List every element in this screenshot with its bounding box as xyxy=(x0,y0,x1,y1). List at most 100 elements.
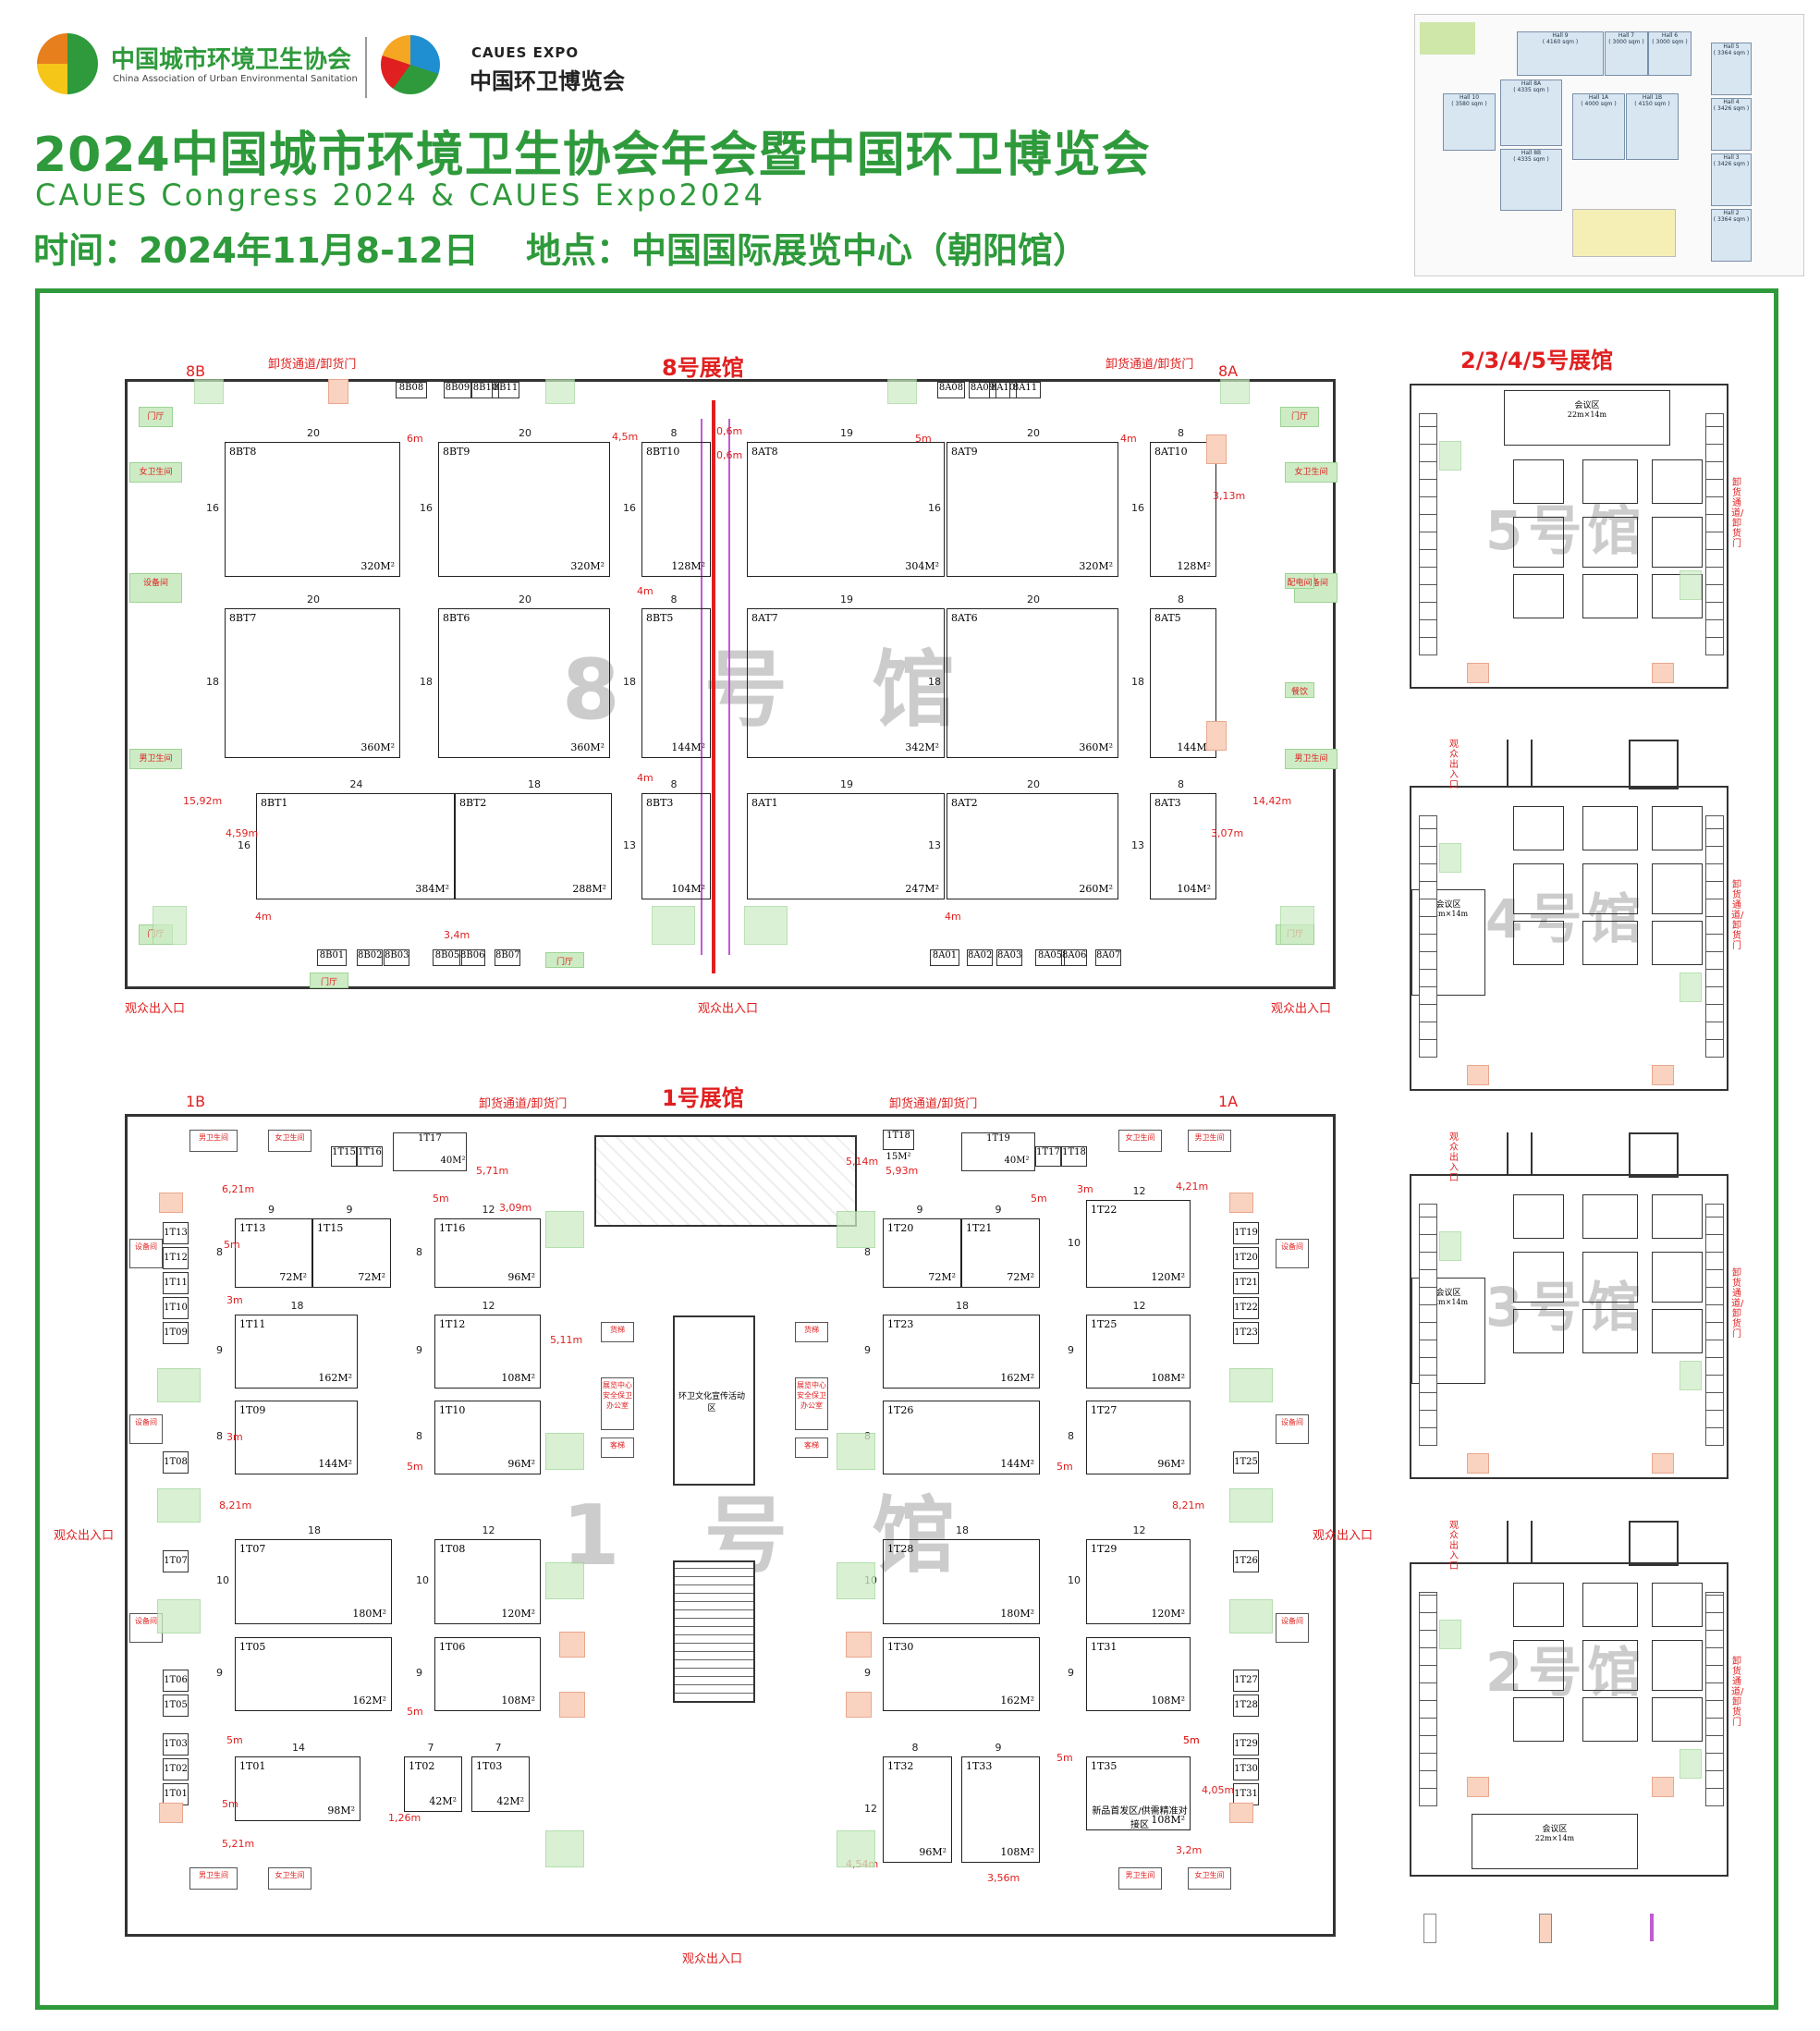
small-booth-right[interactable]: 1T19 xyxy=(1233,1222,1259,1244)
small-booth-right[interactable]: 1T23 xyxy=(1233,1322,1259,1344)
booth-id: 1T08 xyxy=(439,1543,466,1555)
hall8-entrance-left[interactable]: 观众出入口 xyxy=(125,1002,186,1016)
small-booth-left[interactable]: 1T06 xyxy=(163,1670,189,1692)
small-booth-right[interactable]: 1T28 xyxy=(1233,1695,1259,1717)
small-booth-left[interactable]: 1T13 xyxy=(163,1222,189,1244)
booth-area: 108M² xyxy=(1151,1695,1185,1707)
small-booth-8a02[interactable]: 8A02 xyxy=(967,949,993,966)
small-booth-8b08[interactable]: 8B08 xyxy=(396,382,427,398)
small-booth-left[interactable]: 1T07 xyxy=(163,1550,189,1572)
small-booth-8a06[interactable]: 8A06 xyxy=(1061,949,1087,966)
small-booth-8a01[interactable]: 8A01 xyxy=(930,949,959,966)
small-booth-8b11[interactable]: 8B11 xyxy=(492,382,519,398)
small-booth-right[interactable]: 1T21 xyxy=(1233,1272,1259,1294)
small-booth-right[interactable]: 1T25 xyxy=(1233,1451,1259,1474)
small-booth-8b09[interactable]: 8B09 xyxy=(444,382,471,398)
small-booth-left[interactable]: 1T12 xyxy=(163,1247,189,1269)
small-booth-right[interactable]: 1T27 xyxy=(1233,1670,1259,1692)
small-booth-8b06[interactable]: 8B06 xyxy=(459,949,485,966)
small-booth-8a10[interactable]: 8A10 xyxy=(989,382,1017,398)
small-booth-8b10[interactable]: 8B10 xyxy=(471,382,499,398)
hall1-entrance-right[interactable]: 观众出入口 xyxy=(1313,1529,1374,1543)
small-booth-8a08[interactable]: 8A08 xyxy=(937,382,965,398)
small-booth-right[interactable]: 1T29 xyxy=(1233,1733,1259,1756)
small-booth-8a09[interactable]: 8A09 xyxy=(969,382,996,398)
hall1-entrance-left[interactable]: 观众出入口 xyxy=(54,1529,115,1543)
small-booth-left[interactable]: 1T03 xyxy=(163,1733,189,1756)
small-booth-8a11[interactable]: 8A11 xyxy=(1009,382,1041,398)
small-booth-8b01[interactable]: 8B01 xyxy=(317,949,347,966)
small-booth-right[interactable]: 1T22 xyxy=(1233,1297,1259,1319)
small-booth-right[interactable]: 1T20 xyxy=(1233,1247,1259,1269)
hall8-entrance-center[interactable]: 观众出入口 xyxy=(698,1002,759,1016)
small-booth-8a05[interactable]: 8A05 xyxy=(1035,949,1065,966)
small-booth-8b07[interactable]: 8B07 xyxy=(495,949,520,966)
small-booth-left[interactable]: 1T05 xyxy=(163,1695,189,1717)
hall1-entrance-bottom[interactable]: 观众出入口 xyxy=(682,1952,743,1966)
small-booth-right[interactable]: 1T30 xyxy=(1233,1758,1259,1780)
booth-area: 360M² xyxy=(360,741,395,753)
hall1-green-zone xyxy=(1229,1368,1273,1402)
small-booth-left[interactable]: 1T08 xyxy=(163,1451,189,1474)
hall8-entrance-right[interactable]: 观众出入口 xyxy=(1271,1002,1332,1016)
booth-width: 20 xyxy=(1027,427,1040,439)
small-booth-8a07[interactable]: 8A07 xyxy=(1095,949,1121,966)
small-booth-left[interactable]: 1T10 xyxy=(163,1297,189,1319)
small-booth-8b05[interactable]: 8B05 xyxy=(433,949,462,966)
small-booth-8b02[interactable]: 8B02 xyxy=(357,949,383,966)
small-booth-8a03[interactable]: 8A03 xyxy=(996,949,1022,966)
small-booth-left[interactable]: 1T02 xyxy=(163,1758,189,1780)
small-booth-left[interactable]: 1T09 xyxy=(163,1322,189,1344)
booth-depth: 18 xyxy=(928,676,941,688)
small-booth-left[interactable]: 1T11 xyxy=(163,1272,189,1294)
small-booth-8b03[interactable]: 8B03 xyxy=(384,949,409,966)
small-booth-right[interactable]: 1T26 xyxy=(1233,1550,1259,1572)
